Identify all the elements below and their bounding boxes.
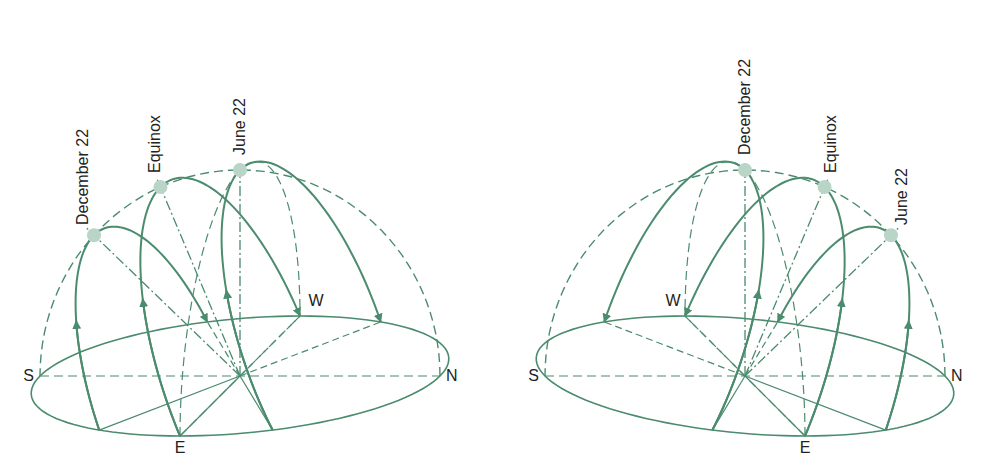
- sun-path-hemisphere: [536, 160, 954, 436]
- compass-label: W: [306, 292, 325, 310]
- sunset-ray: [604, 322, 745, 376]
- noon-sun-dot: [884, 228, 898, 242]
- sun-path: [778, 227, 910, 430]
- sunset-ray: [240, 316, 300, 376]
- date-label: June 22: [893, 168, 911, 225]
- sun-path-direction: [712, 290, 758, 430]
- sun-path-direction: [143, 299, 180, 436]
- noon-sun-dot: [153, 180, 167, 194]
- sun-path: [604, 161, 763, 430]
- sunset-ray: [685, 316, 745, 376]
- compass-label: E: [800, 439, 811, 457]
- sunset-ray: [240, 322, 381, 376]
- date-label: Equinox: [822, 115, 840, 173]
- noon-sun-dot: [233, 163, 247, 177]
- noon-ray: [157, 178, 240, 376]
- sun-path: [222, 161, 381, 430]
- sun-path-direction: [805, 299, 842, 436]
- sunrise-ray: [240, 376, 273, 430]
- sun-path: [140, 178, 300, 436]
- date-label: December 22: [74, 129, 92, 225]
- date-label: December 22: [736, 59, 754, 155]
- sunrise-ray: [712, 376, 745, 430]
- sunrise-ray: [180, 376, 240, 436]
- sun-path-hemisphere: [31, 160, 449, 436]
- compass-label: S: [528, 367, 539, 385]
- sun-path-direction: [76, 321, 99, 430]
- sun-path-direction: [226, 290, 272, 430]
- noon-sun-dot: [738, 163, 752, 177]
- noon-ray: [745, 178, 828, 376]
- date-label: June 22: [231, 98, 249, 155]
- sun-path: [685, 178, 845, 436]
- compass-label: E: [175, 439, 186, 457]
- sun-path-direction: [886, 321, 909, 430]
- noon-ray: [744, 160, 745, 376]
- noon-ray: [87, 228, 240, 376]
- sunrise-ray: [745, 376, 886, 430]
- sunrise-ray: [99, 376, 240, 430]
- compass-label: S: [23, 367, 34, 385]
- date-label: Equinox: [146, 115, 164, 173]
- compass-label: N: [951, 367, 963, 385]
- compass-label: N: [446, 367, 458, 385]
- noon-ray: [745, 228, 898, 376]
- noon-sun-dot: [818, 180, 832, 194]
- sunrise-ray: [745, 376, 805, 436]
- compass-label: W: [663, 292, 682, 310]
- sun-path: [76, 227, 208, 430]
- noon-sun-dot: [87, 228, 101, 242]
- noon-ray: [239, 160, 240, 376]
